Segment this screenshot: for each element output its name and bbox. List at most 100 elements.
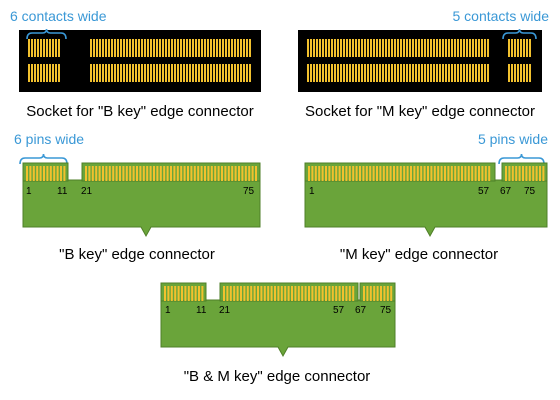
socket-contact (147, 64, 149, 82)
connector-pin (139, 166, 142, 181)
socket-contact (201, 39, 203, 57)
connector-pin (386, 166, 389, 181)
socket-contact (316, 39, 318, 57)
connector-pin (352, 286, 355, 301)
socket-contact (195, 64, 197, 82)
socket-contact (463, 64, 465, 82)
connector-pin (437, 166, 440, 181)
socket-contact (424, 39, 426, 57)
socket-contact (328, 64, 330, 82)
connector-pin (318, 166, 321, 181)
socket-contact (243, 39, 245, 57)
socket-contact (412, 64, 414, 82)
socket-contact (478, 64, 480, 82)
socket-contact (219, 64, 221, 82)
m-socket-caption: Socket for "M key" edge connector (305, 103, 535, 120)
m-connector-board (304, 179, 548, 238)
socket-contact (123, 64, 125, 82)
socket-contact (376, 64, 378, 82)
connector-pin (338, 166, 341, 181)
connector-pin (153, 166, 155, 181)
connector-pin (369, 166, 372, 181)
socket-contact (210, 64, 212, 82)
connector-pin (532, 166, 535, 181)
socket-contact (343, 64, 345, 82)
socket-contact (418, 64, 420, 82)
connector-pin (365, 166, 368, 181)
socket-contact (37, 64, 39, 82)
connector-pin (342, 166, 344, 181)
socket-contact (319, 64, 321, 82)
socket-contact (481, 64, 483, 82)
connector-pin (488, 166, 491, 181)
connector-pin (190, 166, 193, 181)
pin-label: 11 (196, 305, 207, 316)
pin-label: 75 (524, 186, 536, 197)
socket-contact (529, 39, 531, 57)
socket-contact (58, 39, 60, 57)
socket-contact (388, 39, 390, 57)
socket-contact (346, 64, 348, 82)
socket-contact (334, 39, 336, 57)
connector-pin (29, 166, 32, 181)
socket-contact (183, 64, 185, 82)
connector-pin (149, 166, 152, 181)
socket-contact (367, 39, 369, 57)
socket-contact (427, 39, 429, 57)
socket-contact (93, 39, 95, 57)
connector-pin (383, 286, 386, 301)
pin-label: 67 (355, 305, 367, 316)
connector-pin (515, 166, 518, 181)
connector-pin (420, 166, 423, 181)
connector-pin (331, 286, 334, 301)
connector-pin (393, 166, 395, 181)
socket-contact (168, 39, 170, 57)
socket-contact (213, 64, 215, 82)
socket-contact (484, 39, 486, 57)
socket-contact (439, 64, 441, 82)
b-connector-width-annotation: 6 pins wide (14, 131, 84, 147)
connector-pin (291, 286, 293, 301)
socket-contact (192, 64, 194, 82)
connector-pin (372, 166, 375, 181)
socket-contact (117, 64, 119, 82)
socket-contact (243, 64, 245, 82)
socket-contact (325, 64, 327, 82)
socket-contact (385, 64, 387, 82)
socket-contact (159, 64, 161, 82)
connector-pin (331, 166, 334, 181)
connector-pin (180, 166, 183, 181)
connector-pin (325, 166, 327, 181)
connector-pin (132, 166, 135, 181)
connector-pin (253, 286, 256, 301)
connector-pin (194, 286, 197, 301)
connector-pin (270, 286, 273, 301)
socket-contact (445, 39, 447, 57)
socket-contact (141, 39, 143, 57)
socket-contact (144, 64, 146, 82)
socket-contact (511, 39, 513, 57)
b-socket-width-annotation: 6 contacts wide (10, 8, 107, 24)
connector-pin (518, 166, 521, 181)
connector-pin (163, 166, 166, 181)
socket-contact (466, 39, 468, 57)
socket-contact (481, 39, 483, 57)
connector-pin (125, 166, 128, 181)
socket-contact (237, 64, 239, 82)
connector-pin (181, 286, 183, 301)
socket-contact (418, 39, 420, 57)
socket-contact (249, 64, 251, 82)
connector-pin (430, 166, 433, 181)
socket-contact (358, 39, 360, 57)
connector-pin (505, 166, 507, 181)
socket-contact (442, 39, 444, 57)
socket-contact (90, 39, 92, 57)
connector-pin (224, 166, 227, 181)
socket-contact (150, 39, 152, 57)
connector-pin (474, 166, 477, 181)
pin-label: 11 (57, 186, 68, 197)
connector-pin (311, 286, 314, 301)
connector-pin (433, 166, 436, 181)
connector-pin (244, 166, 247, 181)
